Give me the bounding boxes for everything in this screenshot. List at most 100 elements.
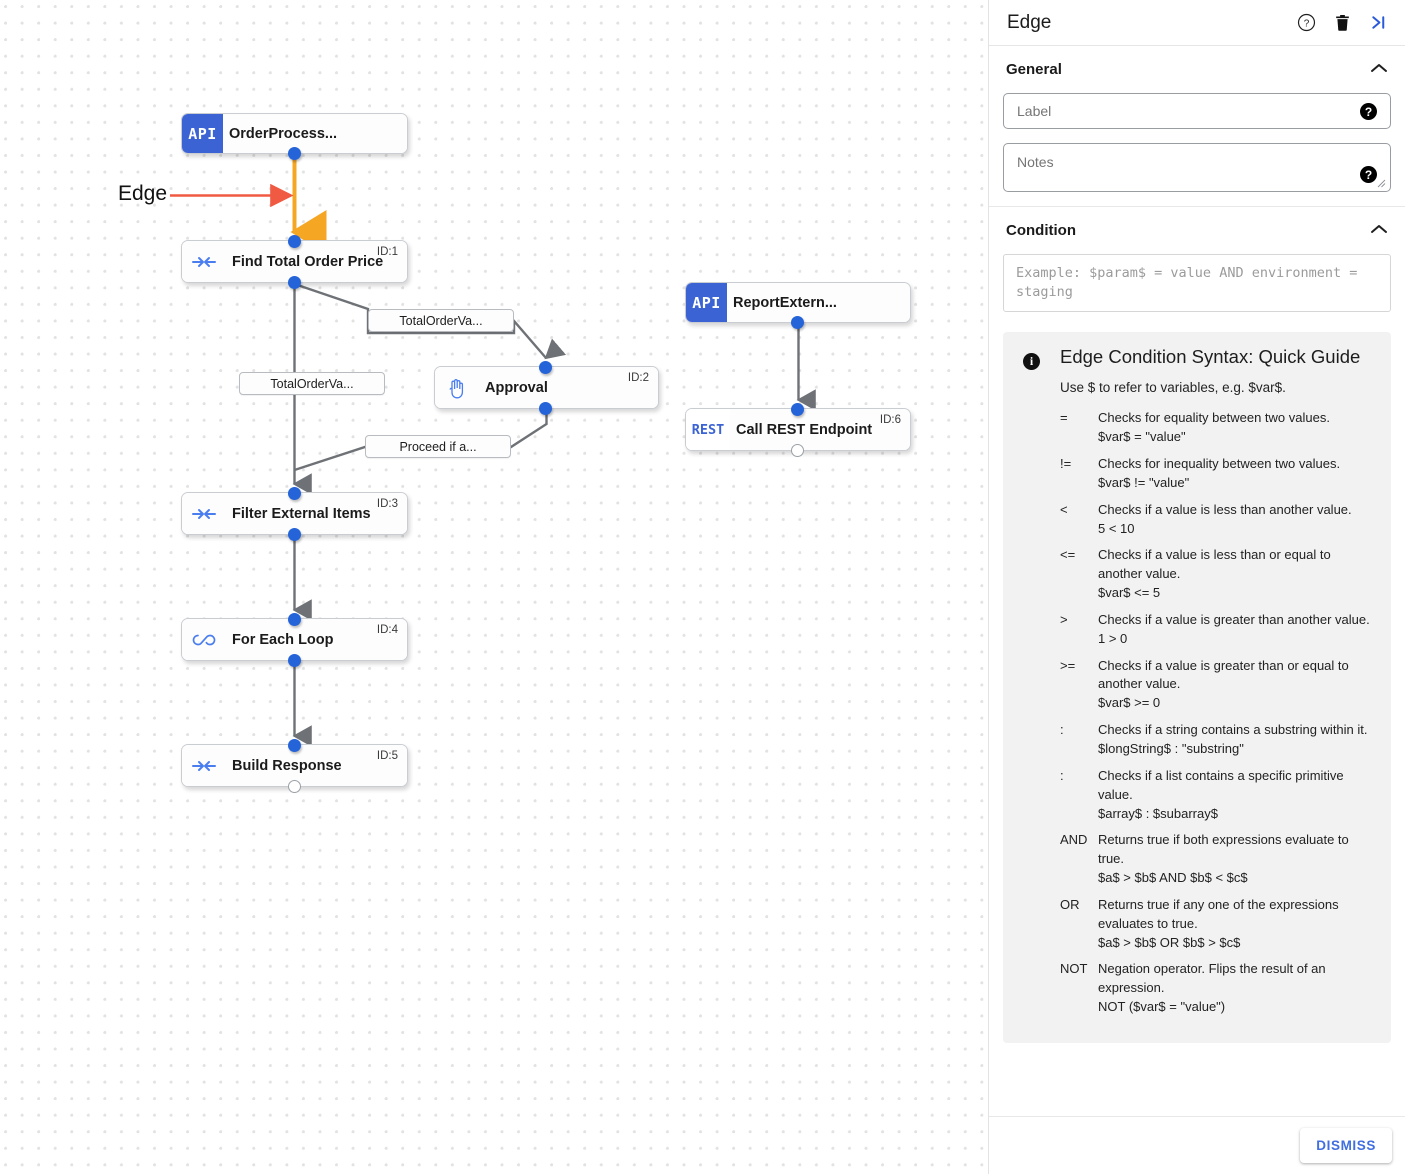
syntax-description: Checks if a string contains a substring … [1098,722,1368,738]
condition-section: Condition Example: $param$ = value AND e… [989,207,1405,1043]
edge-n2-n3 [294,410,548,472]
syntax-symbol: : [1060,767,1064,783]
node-output-port[interactable] [288,527,301,541]
node-output-port[interactable] [288,653,301,667]
node-id-label: ID:6 [879,414,901,426]
condition-input[interactable]: Example: $param$ = value AND environment… [1003,254,1391,313]
label-help-icon[interactable]: ? [1360,103,1377,120]
edge-label-text: TotalOrderVa... [270,376,354,391]
syntax-symbol: AND [1060,832,1088,848]
node-reportextern[interactable]: API ReportExtern... [685,282,911,329]
node-output-port[interactable] [288,779,301,793]
node-input-port[interactable] [288,612,301,626]
edge-label-chip[interactable]: TotalOrderVa... [239,372,385,395]
node-find-total-order-price[interactable]: Find Total Order Price ID:1 [181,234,408,289]
rest-badge-icon: REST [686,409,730,450]
node-input-port[interactable] [288,738,301,752]
loop-icon [182,633,226,647]
notes-input[interactable] [1004,144,1390,191]
syntax-symbol: <= [1060,547,1076,563]
syntax-row: = Checks for equality between two values… [1060,409,1377,447]
syntax-symbol: = [1060,410,1068,426]
syntax-description: Checks if a value is less than another v… [1098,501,1352,517]
notes-help-icon[interactable]: ? [1360,166,1377,183]
hand-icon [435,377,479,399]
node-title: Call REST Endpoint [736,421,873,438]
edge-label-chip[interactable]: Proceed if a... [365,435,511,458]
annotation-edge-label: Edge [118,182,168,205]
node-output-port[interactable] [539,401,552,415]
node-input-port[interactable] [791,402,804,416]
node-input-port[interactable] [288,234,301,248]
syntax-row: < Checks if a value is less than another… [1060,501,1377,539]
syntax-example: $var$ != "value" [1098,474,1190,490]
svg-text:?: ? [1304,18,1310,29]
syntax-symbol: != [1060,456,1072,471]
help-circle-icon[interactable]: ? [1297,13,1316,32]
syntax-symbol: : [1060,722,1064,738]
edge-label-text: Proceed if a... [399,439,477,454]
syntax-row: NOT Negation operator. Flips the result … [1060,960,1377,1017]
general-section: General ? ? [989,46,1405,192]
syntax-symbol: >= [1060,657,1076,673]
node-for-each-loop[interactable]: For Each Loop ID:4 [181,612,408,667]
edge-label-chip[interactable]: TotalOrderVa... [368,309,514,332]
edge-properties-panel: Edge ? [988,0,1405,1174]
syntax-example: $longString$ : "substring" [1098,740,1244,756]
syntax-symbol: NOT [1060,961,1088,977]
syntax-description: Checks if a value is greater than or equ… [1098,657,1349,692]
quick-guide-subtitle: Use $ to refer to variables, e.g. $var$. [1060,380,1286,396]
node-input-port[interactable] [288,486,301,500]
syntax-row: > Checks if a value is greater than anot… [1060,611,1377,649]
node-build-response[interactable]: Build Response ID:5 [181,738,408,793]
edges-layer [170,154,816,747]
node-approval[interactable]: Approval ID:2 [434,360,659,415]
syntax-row: != Checks for inequality between two val… [1060,455,1377,493]
syntax-example: $var$ >= 0 [1098,695,1161,711]
dismiss-button[interactable]: DISMISS [1300,1128,1392,1163]
node-output-port[interactable] [288,275,301,289]
api-badge-icon: API [686,283,727,322]
panel-footer: DISMISS [989,1116,1405,1174]
general-section-title: General [1006,61,1062,78]
chevron-up-icon[interactable] [1370,222,1388,239]
edge-label-text: TotalOrderVa... [399,313,483,328]
info-icon: i [1023,353,1040,371]
node-call-rest-endpoint[interactable]: REST Call REST Endpoint ID:6 [685,402,911,457]
node-output-port[interactable] [791,315,804,329]
flow-canvas[interactable]: Edge API OrderProcess... Find Total Orde… [0,0,988,1174]
node-id-label: ID:5 [376,750,398,762]
node-filter-external-items[interactable]: Filter External Items ID:3 [181,486,408,541]
chevron-up-icon[interactable] [1370,61,1388,78]
panel-header: Edge ? [989,0,1405,46]
node-title: Filter External Items [232,505,371,522]
syntax-symbol: OR [1060,896,1080,912]
node-id-label: ID:2 [627,372,649,384]
condition-section-header[interactable]: Condition [1003,207,1391,254]
node-orderprocess[interactable]: API OrderProcess... [181,113,408,160]
syntax-row: : Checks if a list contains a specific p… [1060,767,1377,824]
node-output-port[interactable] [791,443,804,457]
delete-icon[interactable] [1334,13,1351,32]
syntax-row: : Checks if a string contains a substrin… [1060,721,1377,759]
converge-icon [182,758,226,774]
general-section-header[interactable]: General [1003,46,1391,93]
node-id-label: ID:1 [376,246,398,258]
label-input[interactable] [1004,103,1390,119]
syntax-example: 1 > 0 [1098,630,1128,646]
syntax-example: $a$ > $b$ OR $b$ > $c$ [1098,934,1241,950]
collapse-panel-icon[interactable] [1369,13,1388,32]
node-title: Find Total Order Price [232,253,384,270]
syntax-description: Checks if a value is less than or equal … [1098,547,1331,582]
notes-field[interactable]: ? [1003,143,1391,192]
syntax-row: AND Returns true if both expressions eva… [1060,831,1377,888]
node-output-port[interactable] [288,146,301,160]
syntax-symbol: > [1060,611,1068,627]
node-title: ReportExtern... [733,294,837,311]
node-input-port[interactable] [539,360,552,374]
label-field[interactable]: ? [1003,93,1391,129]
node-title: For Each Loop [232,631,334,648]
page-title: Edge [1007,11,1052,33]
node-id-label: ID:4 [376,624,398,636]
